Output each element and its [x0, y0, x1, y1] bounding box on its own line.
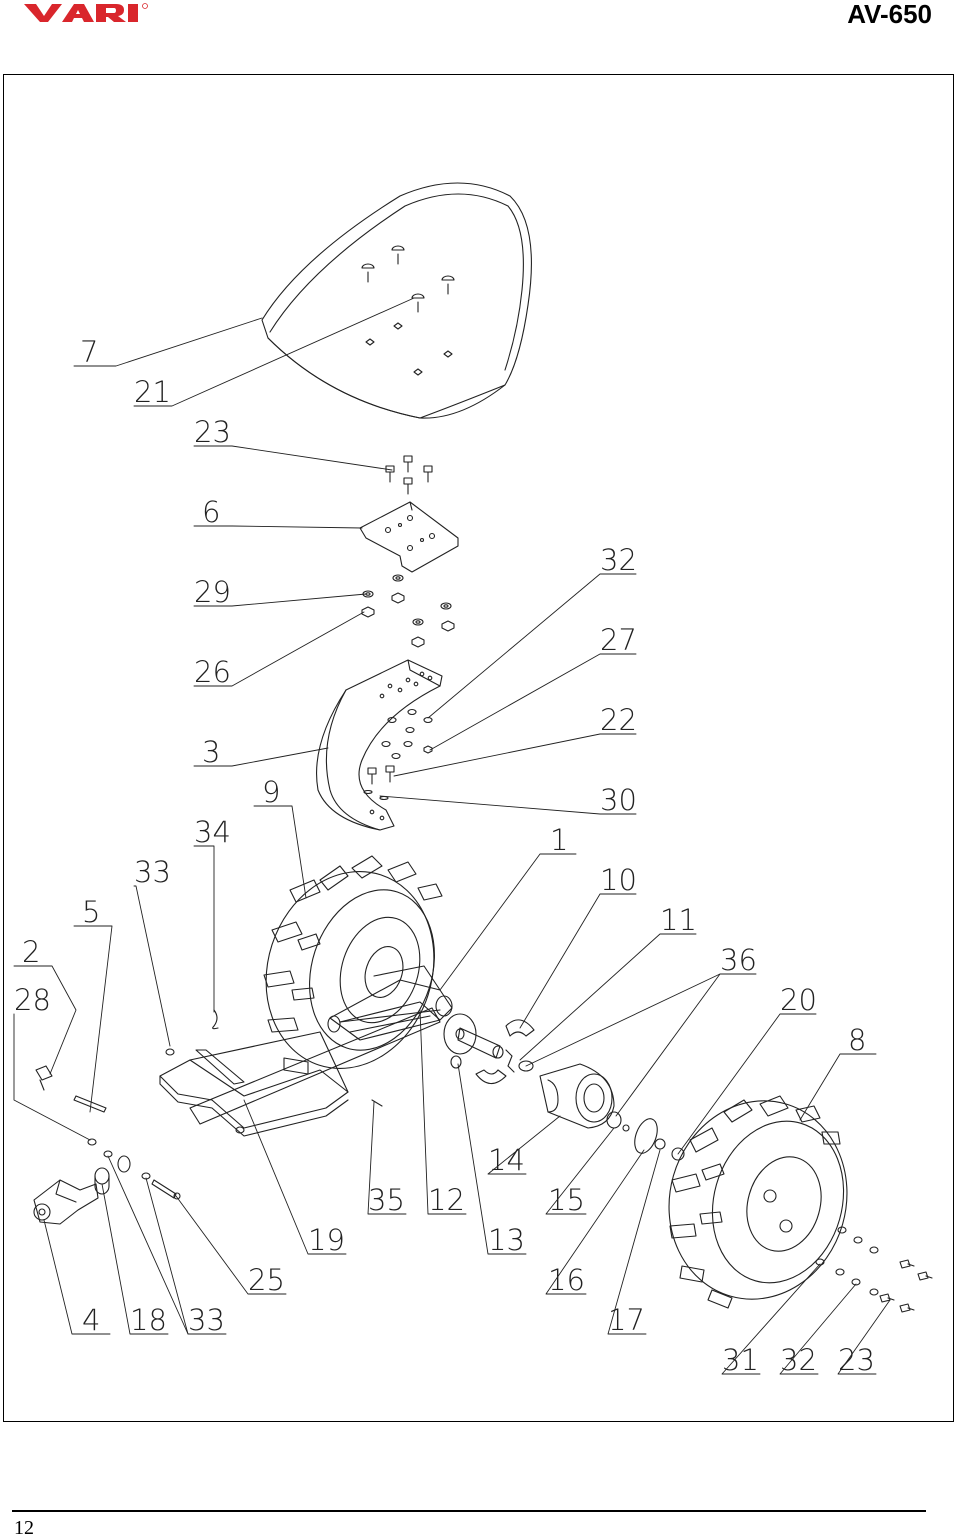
callout-33-lower: 33 — [188, 1303, 225, 1337]
callout-35: 35 — [368, 1183, 405, 1217]
callout-32-lower: 32 — [780, 1343, 817, 1377]
footer-rule — [12, 1510, 926, 1512]
callout-29: 29 — [194, 575, 231, 609]
callout-4: 4 — [82, 1303, 100, 1337]
diagram-frame — [3, 74, 954, 1422]
wheel-fasteners — [815, 1226, 933, 1313]
callout-30: 30 — [600, 783, 637, 817]
callout-1: 1 — [550, 823, 568, 857]
callout-10: 10 — [600, 863, 637, 897]
axle-frame — [189, 965, 453, 1125]
callout-34: 34 — [194, 815, 231, 849]
left-wheel — [263, 855, 443, 1075]
callout-12: 12 — [428, 1183, 465, 1217]
callout-8: 8 — [848, 1023, 866, 1057]
callout-28: 28 — [14, 983, 51, 1017]
hub-assembly — [443, 1013, 685, 1161]
page-number: 12 — [14, 1517, 34, 1539]
callout-23: 23 — [194, 415, 231, 449]
callout-7: 7 — [80, 335, 98, 369]
seat-post — [315, 659, 443, 831]
callout-18: 18 — [130, 1303, 167, 1337]
callout-27: 27 — [600, 623, 637, 657]
leader-lines — [13, 297, 891, 1375]
plate-bolts — [385, 455, 433, 495]
callout-26: 26 — [194, 655, 231, 689]
callout-20: 20 — [780, 983, 817, 1017]
mounting-plate — [359, 501, 459, 573]
callout-36: 36 — [720, 943, 757, 977]
callout-33-upper: 33 — [134, 855, 171, 889]
callout-2: 2 — [22, 935, 40, 969]
callout-25: 25 — [248, 1263, 285, 1297]
callout-22: 22 — [600, 703, 637, 737]
callout-21: 21 — [134, 375, 171, 409]
callout-3: 3 — [202, 735, 220, 769]
pins-clips — [33, 1009, 383, 1225]
callout-31: 31 — [722, 1343, 759, 1377]
page-header: AV-650 — [0, 0, 960, 40]
callout-32-upper: 32 — [600, 543, 637, 577]
callout-13: 13 — [488, 1223, 525, 1257]
right-wheel — [668, 1095, 848, 1309]
washers-nuts — [361, 574, 455, 648]
callout-19: 19 — [308, 1223, 345, 1257]
callout-11: 11 — [660, 903, 697, 937]
vari-logo — [24, 3, 148, 22]
callout-5: 5 — [82, 895, 100, 929]
callout-9: 9 — [262, 775, 280, 809]
footrest-platform — [159, 1031, 349, 1137]
callout-14: 14 — [488, 1143, 525, 1177]
model-title: AV-650 — [847, 0, 932, 29]
callout-17: 17 — [608, 1303, 645, 1337]
callout-15: 15 — [548, 1183, 585, 1217]
seat-bolts — [361, 245, 455, 313]
callout-23-lower: 23 — [838, 1343, 875, 1377]
seat-part — [261, 182, 532, 419]
callout-labels: 7 21 23 6 29 26 3 9 34 33 5 2 28 32 27 2… — [14, 335, 875, 1377]
callout-6: 6 — [202, 495, 220, 529]
callout-16: 16 — [548, 1263, 585, 1297]
